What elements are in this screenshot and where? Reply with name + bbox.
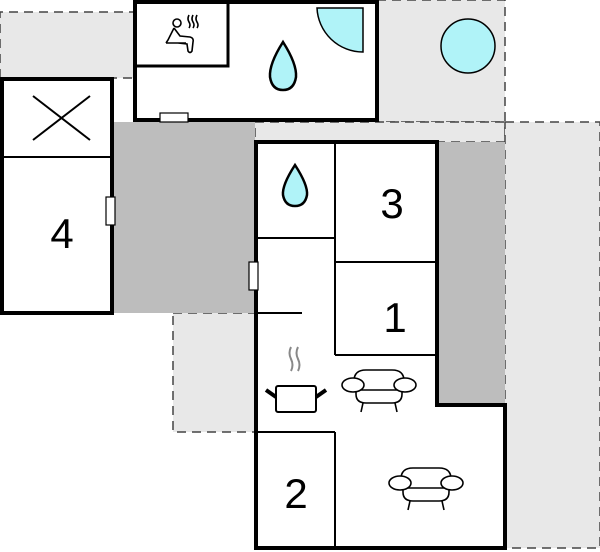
room-1-label: 1	[383, 294, 406, 341]
door	[105, 196, 116, 226]
shower-icon	[316, 7, 364, 53]
sauna-icon	[165, 14, 199, 54]
covered-area-right	[437, 142, 505, 405]
room-4-label: 4	[50, 210, 73, 257]
bed-icon	[32, 95, 91, 141]
door	[159, 112, 189, 123]
pool-icon	[440, 18, 496, 74]
sofa-icon	[388, 467, 464, 511]
terrace-bottom-left	[172, 312, 256, 433]
room-4-building	[0, 77, 114, 315]
terrace-right	[504, 121, 600, 549]
cooking-pot-icon	[264, 346, 328, 413]
door	[248, 261, 259, 291]
sauna-room	[133, 0, 230, 68]
room-2-label: 2	[284, 470, 307, 517]
covered-area-left	[112, 122, 255, 313]
terrace-top-left	[0, 11, 136, 79]
terrace-strip	[254, 121, 506, 143]
sofa-icon	[341, 369, 417, 413]
room-3-label: 3	[380, 180, 403, 227]
water-drop-icon	[281, 162, 309, 208]
water-drop-icon	[268, 39, 298, 92]
main-building	[254, 140, 507, 550]
